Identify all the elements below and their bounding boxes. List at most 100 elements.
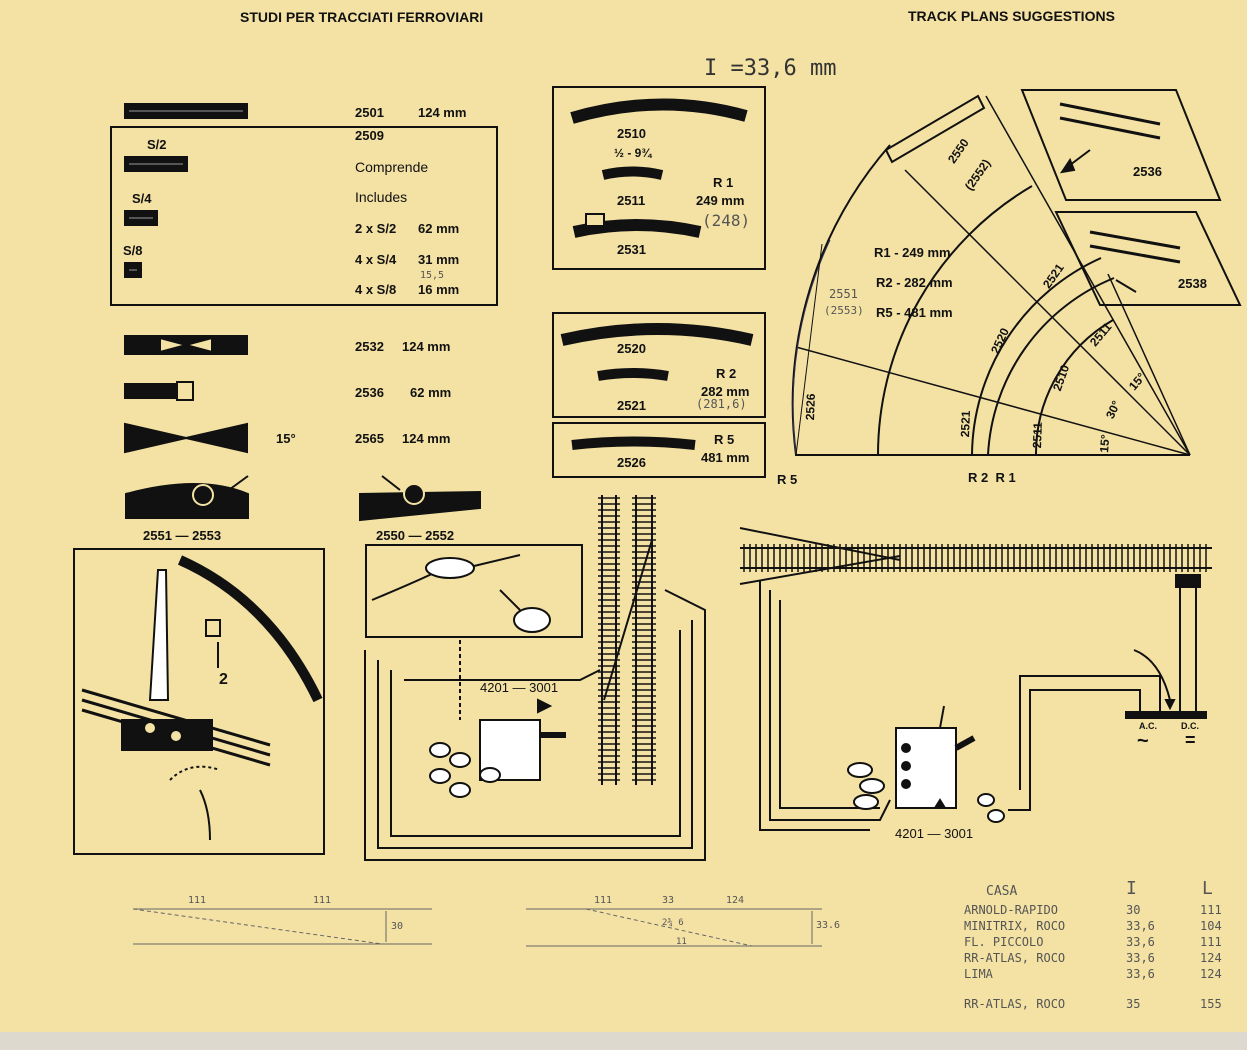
table-cell-l: 111 [1200, 903, 1222, 917]
arc-2511-b: 2511 [1030, 421, 1045, 449]
curve-r1-label: R 1 [713, 175, 734, 190]
piece-2509-comprende: Comprende [355, 159, 429, 175]
arc-15-b: 15° [1097, 433, 1113, 454]
sketch-right-a: 111 [594, 895, 613, 906]
set-2509-box [110, 126, 498, 306]
table-cell-i: 33,6 [1126, 967, 1155, 981]
table-cell-i: 33,6 [1126, 951, 1155, 965]
item-s8-desc: 4 x S/8 [355, 282, 397, 297]
curve-r2-label: R 2 [716, 366, 737, 381]
dc-label: D.C. [1181, 721, 1199, 731]
curve-2511-code: 2511 [617, 193, 646, 208]
item-s4-length: 31 mm [418, 252, 460, 267]
table-cell-l: 104 [1200, 919, 1222, 933]
track-s2-icon [124, 156, 188, 172]
sketch-right-d: 2¾ 6 [662, 918, 684, 928]
table-cell-casa: FL. PICCOLO [964, 935, 1044, 949]
curve-r1-box [552, 86, 766, 270]
piece-2501-code: 2501 [355, 105, 384, 120]
curve-2531-code: 2531 [617, 242, 646, 257]
item-s2-length: 62 mm [418, 221, 460, 236]
piece-2551-code: 2551 — 2553 [143, 528, 222, 543]
scan-edge [0, 1032, 1247, 1050]
arc-2526: 2526 [803, 393, 818, 421]
piece-2565-length: 124 mm [402, 431, 451, 446]
sketch-right-e: 33.6 [816, 920, 841, 931]
table-cell-casa: RR-ATLAS, ROCO [964, 997, 1066, 1011]
motor-right-code: 4201 — 3001 [895, 826, 974, 841]
piece-2550-badge: 1 [409, 488, 416, 502]
curve-r1-radius: 249 mm [696, 193, 745, 208]
arc-r1: R1 - 249 mm [874, 245, 951, 260]
piece-2532-code: 2532 [355, 339, 384, 354]
curve-r2-radius: 282 mm [701, 384, 750, 399]
table-cell-l: 111 [1200, 935, 1222, 949]
tag-s8: S/8 [123, 243, 143, 258]
sketch-right-c: 124 [726, 895, 745, 906]
table-cell-casa: MINITRIX, ROCO [964, 919, 1066, 933]
piece-2536-code: 2536 [355, 385, 384, 400]
screw-number: 2 [219, 671, 228, 688]
title-italian: STUDI PER TRACCIATI FERROVIARI [240, 9, 484, 25]
track-s8-icon [124, 262, 142, 278]
curve-2510-code: 2510 [617, 126, 646, 141]
arc-2551: 2551 [829, 287, 858, 301]
table-cell-i: 33,6 [1126, 919, 1155, 933]
arc-bottom-r5: R 5 [777, 472, 798, 487]
arc-2553: (2553) [824, 304, 864, 317]
sketch-left-a: 111 [188, 895, 207, 906]
curve-2520-code: 2520 [617, 341, 646, 356]
table-cell-i: 35 [1126, 997, 1141, 1011]
curve-2526-code: 2526 [617, 455, 646, 470]
table-cell-casa: ARNOLD-RAPIDO [964, 903, 1058, 917]
arc-r5: R5 - 481 mm [876, 305, 953, 320]
curve-r5-label: R 5 [714, 432, 735, 447]
curve-r2-box [552, 312, 766, 418]
item-s2-desc: 2 x S/2 [355, 221, 397, 236]
detail-2538-label: 2538 [1178, 276, 1207, 291]
arc-2521-b: 2521 [958, 410, 973, 438]
table-cell-l: 124 [1200, 951, 1222, 965]
detail-2536-label: 2536 [1133, 164, 1162, 179]
table-cell-casa: RR-ATLAS, ROCO [964, 951, 1066, 965]
piece-2565-code: 2565 [355, 431, 384, 446]
motor-left-code: 4201 — 3001 [480, 680, 559, 695]
title-english: TRACK PLANS SUGGESTIONS [908, 8, 1115, 24]
curve-2521-code: 2521 [617, 398, 646, 413]
curve-r1-note: (248) [702, 211, 751, 230]
piece-2501-length: 124 mm [418, 105, 467, 120]
piece-2509-code: 2509 [355, 128, 384, 143]
table-header-i: I [1126, 878, 1137, 899]
ac-symbol: ~ [1137, 730, 1149, 752]
table-header-l: L [1202, 878, 1213, 899]
track-2501-icon [124, 103, 248, 119]
tag-s4: S/4 [132, 191, 152, 206]
curve-r2-note: (281,6) [696, 397, 747, 411]
arc-r2: R2 - 282 mm [876, 275, 953, 290]
arc-bottom-r2r1: R 2 R 1 [968, 470, 1016, 485]
table-cell-l: 124 [1200, 967, 1222, 981]
item-s8-length: 16 mm [418, 282, 460, 297]
curve-2510-angle: ½ - 9¾ [614, 146, 652, 160]
piece-2550-code: 2550 — 2552 [376, 528, 455, 543]
table-cell-i: 33,6 [1126, 935, 1155, 949]
piece-2551-badge: 10 [196, 488, 210, 502]
curve-r5-box [552, 422, 766, 478]
piece-2532-length: 124 mm [402, 339, 451, 354]
sketch-right-b: 33 [662, 895, 675, 906]
tag-s2: S/2 [147, 137, 167, 152]
piece-2565-angle: 15° [276, 431, 296, 446]
dc-symbol: = [1185, 730, 1196, 750]
table-cell-i: 30 [1126, 903, 1141, 917]
sketch-left-b: 111 [313, 895, 332, 906]
handwritten-gauge-note: I =33,6 mm [704, 56, 837, 81]
item-s4-desc: 4 x S/4 [355, 252, 397, 267]
track-s4-icon [124, 210, 158, 226]
piece-2509-includes: Includes [355, 189, 408, 205]
table-cell-l: 155 [1200, 997, 1222, 1011]
sketch-left-c: 30 [391, 921, 404, 932]
table-cell-casa: LIMA [964, 967, 993, 981]
curve-r5-radius: 481 mm [701, 450, 750, 465]
item-s8-note: 15,5 [420, 270, 445, 281]
sketch-right-f: 11 [676, 937, 687, 947]
